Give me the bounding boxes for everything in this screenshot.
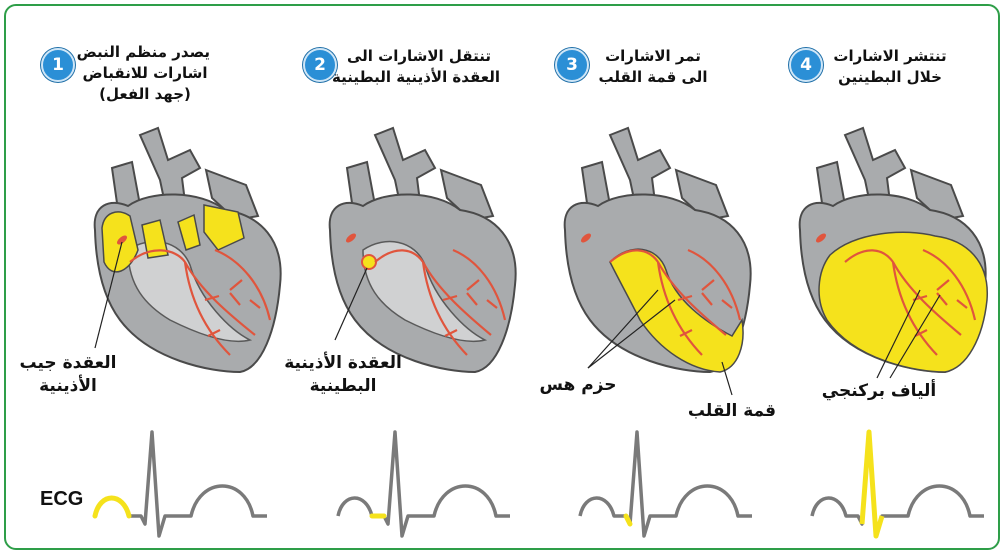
ecg-trace-4-highlight xyxy=(862,432,882,536)
ecg-trace-3 xyxy=(580,432,752,536)
ecg-trace-2 xyxy=(338,432,510,536)
ecg-trace-1-highlight xyxy=(95,498,129,516)
ecg-trace-4 xyxy=(812,432,984,536)
ecg-trace-1 xyxy=(95,432,267,536)
